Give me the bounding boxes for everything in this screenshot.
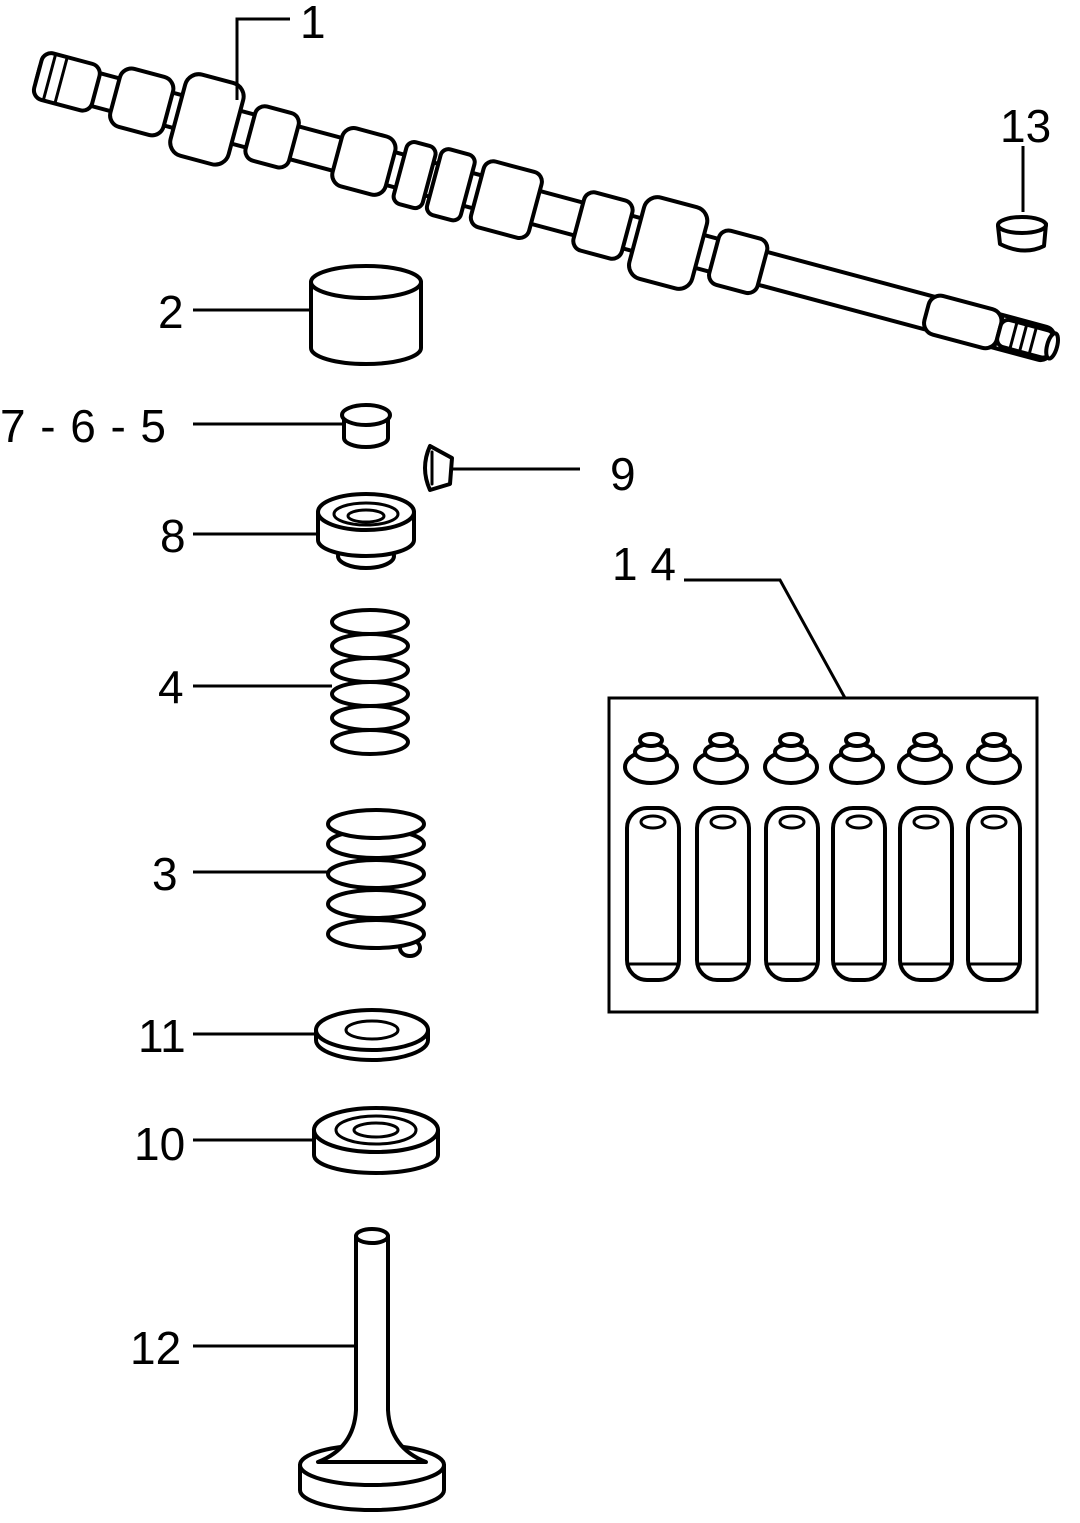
kit-seal [693, 732, 749, 785]
kit-seal [897, 732, 953, 785]
camshaft [31, 51, 1060, 363]
valve-collet [423, 444, 454, 492]
leader-line-14 [684, 578, 847, 699]
valve-stem-seal [312, 1106, 440, 1175]
callout-11: 11 [138, 1010, 186, 1062]
kit-guide [831, 806, 887, 982]
callout-8: 8 [160, 510, 186, 562]
shim [340, 403, 392, 449]
kit-guide [966, 806, 1022, 982]
callout-2: 2 [158, 286, 184, 338]
callout-4: 4 [158, 661, 184, 713]
kit-guide [898, 806, 954, 982]
callout-3: 3 [152, 848, 178, 900]
spring-seat-washer [314, 1008, 430, 1062]
valve [298, 1227, 446, 1512]
kit-seal [623, 732, 679, 785]
callout-9: 9 [610, 448, 636, 500]
leader-line-1 [235, 17, 290, 100]
kit-seal [763, 732, 819, 785]
valve-guide-kit [607, 696, 1039, 1014]
woodruff-key [996, 215, 1048, 253]
kit-seal [966, 732, 1022, 785]
callout-1: 1 [300, 0, 326, 48]
callout-13: 13 [1000, 100, 1051, 152]
tappet-bucket [309, 264, 423, 366]
callout-14: 14 [612, 538, 676, 590]
outer-valve-spring [326, 808, 426, 958]
inner-valve-spring [330, 608, 410, 756]
kit-guide [625, 806, 681, 982]
callout-12: 12 [130, 1322, 181, 1374]
kit-guide [764, 806, 820, 982]
kit-guide [695, 806, 751, 982]
spring-retainer [316, 492, 416, 570]
callout-7-6-5: 7 - 6 - 5 [0, 400, 166, 452]
callout-10: 10 [134, 1118, 185, 1170]
kit-seal [829, 732, 885, 785]
